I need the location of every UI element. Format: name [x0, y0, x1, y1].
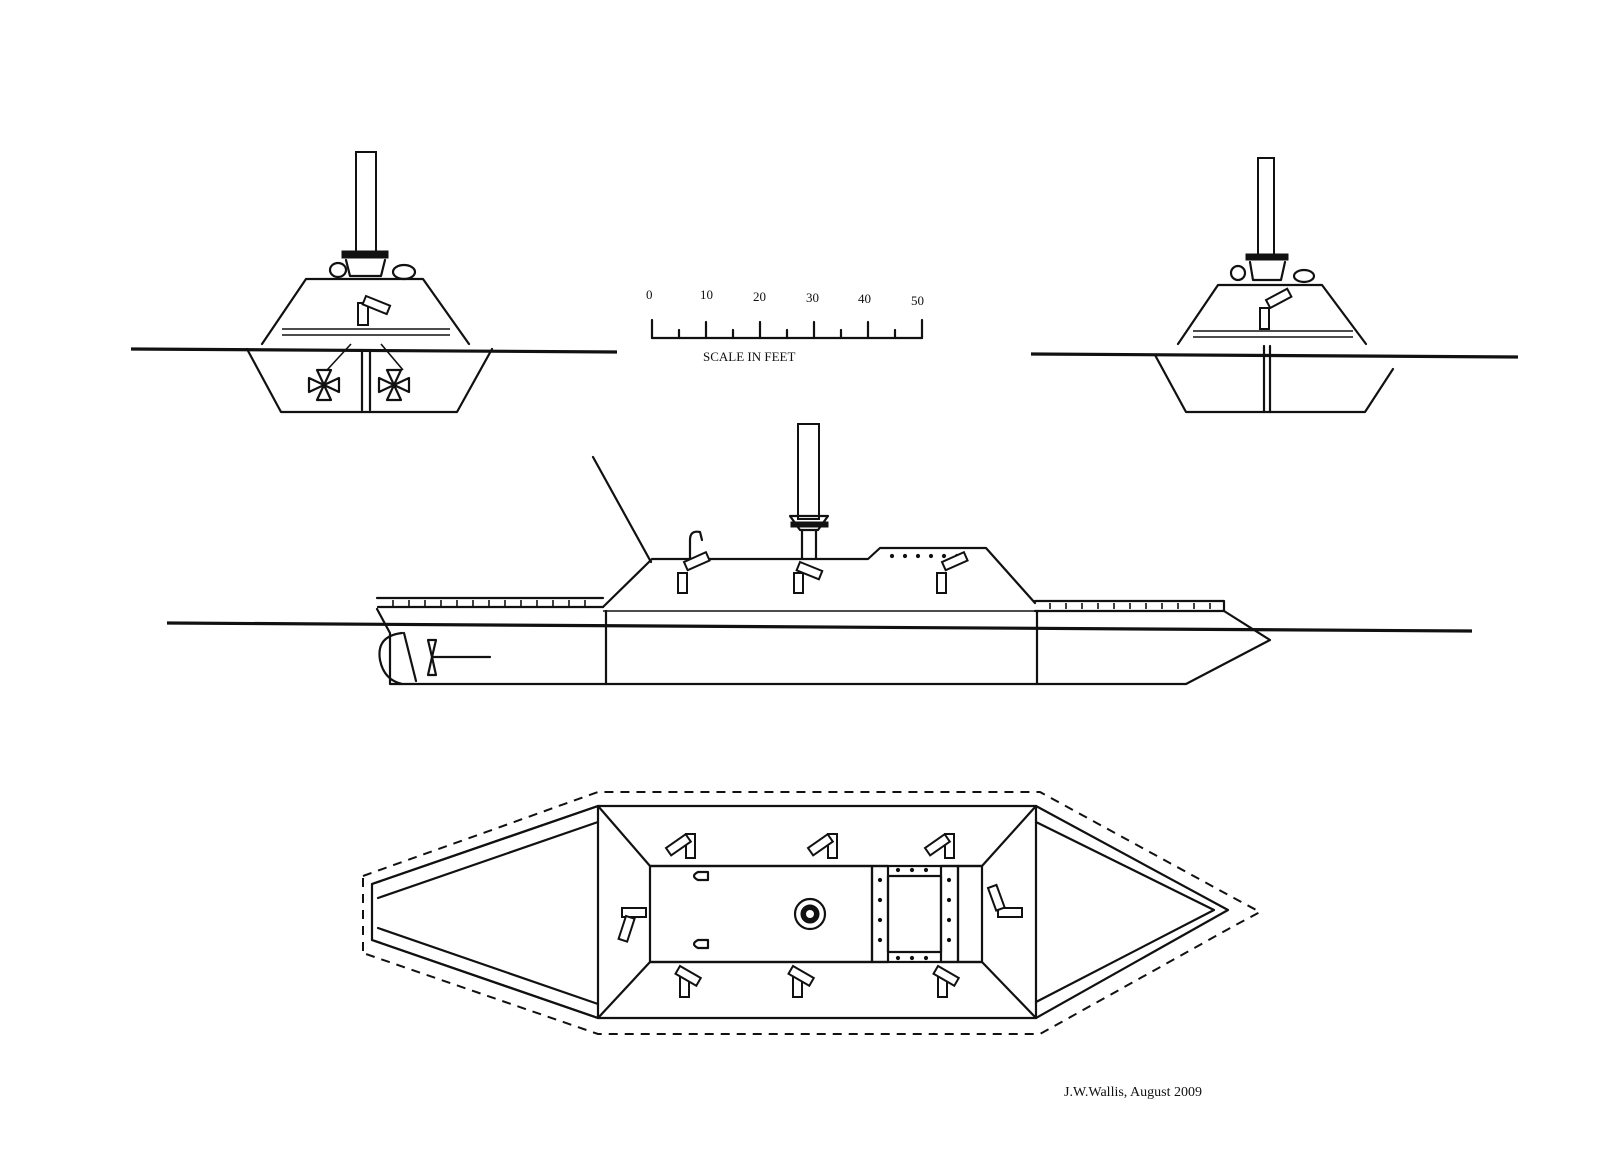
gun [1259, 287, 1293, 330]
pilothouse [886, 874, 943, 954]
casemate-top [648, 864, 874, 964]
waterline [166, 621, 1473, 633]
bow-end-view [130, 151, 618, 414]
gun [936, 550, 969, 594]
casemate [260, 277, 471, 346]
funnel-base [1248, 260, 1287, 282]
ventilator [692, 870, 710, 882]
ventilator [328, 261, 348, 279]
scale-label: SCALE IN FEET [703, 349, 796, 364]
scale-tick-label: 40 [858, 291, 871, 306]
scale-tick-label: 10 [700, 287, 713, 302]
ventilator [1229, 264, 1247, 282]
scale-tick-label: 0 [646, 287, 653, 302]
hull [245, 347, 494, 414]
hull [1153, 353, 1395, 414]
ventilator [688, 530, 704, 560]
hull [375, 607, 1272, 686]
funnel-base [344, 258, 387, 278]
plan-view [362, 791, 1263, 1035]
gun [664, 832, 696, 859]
casemate [1176, 283, 1368, 346]
gun [986, 883, 1023, 918]
gun [677, 550, 711, 594]
scale-tick-label: 20 [753, 289, 766, 304]
gun [806, 832, 838, 859]
ventilator [692, 938, 710, 950]
stern-deck [375, 596, 605, 609]
scale-tick-label: 30 [806, 290, 819, 305]
gun [932, 964, 961, 998]
signature: J.W.Wallis, August 2009 [1064, 1085, 1202, 1100]
funnel [355, 151, 377, 255]
gun [674, 964, 703, 998]
funnel-band [341, 250, 389, 259]
flagstaff [591, 455, 653, 564]
waterline [1030, 352, 1519, 359]
gun [923, 832, 955, 859]
gun [787, 964, 816, 998]
gun [793, 560, 824, 594]
side-elevation [166, 423, 1473, 686]
casemate [601, 546, 1037, 609]
gun [617, 907, 647, 943]
bow-deck [1033, 599, 1226, 613]
propeller [377, 368, 411, 402]
propeller [426, 638, 492, 677]
ventilator [1292, 268, 1316, 284]
scale-tick-label: 50 [911, 293, 924, 308]
funnel [793, 897, 827, 931]
funnel-band [1245, 253, 1289, 261]
scale-bar: 0 10 20 30 40 50 SCALE IN FEET [646, 287, 924, 364]
ventilator [391, 263, 417, 281]
funnel [797, 423, 820, 520]
rudder [378, 631, 404, 686]
propeller [307, 368, 341, 402]
stern-end-view [1030, 157, 1519, 414]
funnel [1257, 157, 1275, 257]
gun [357, 294, 392, 326]
waterline [130, 347, 618, 354]
knuckle-outline [362, 791, 1263, 1035]
